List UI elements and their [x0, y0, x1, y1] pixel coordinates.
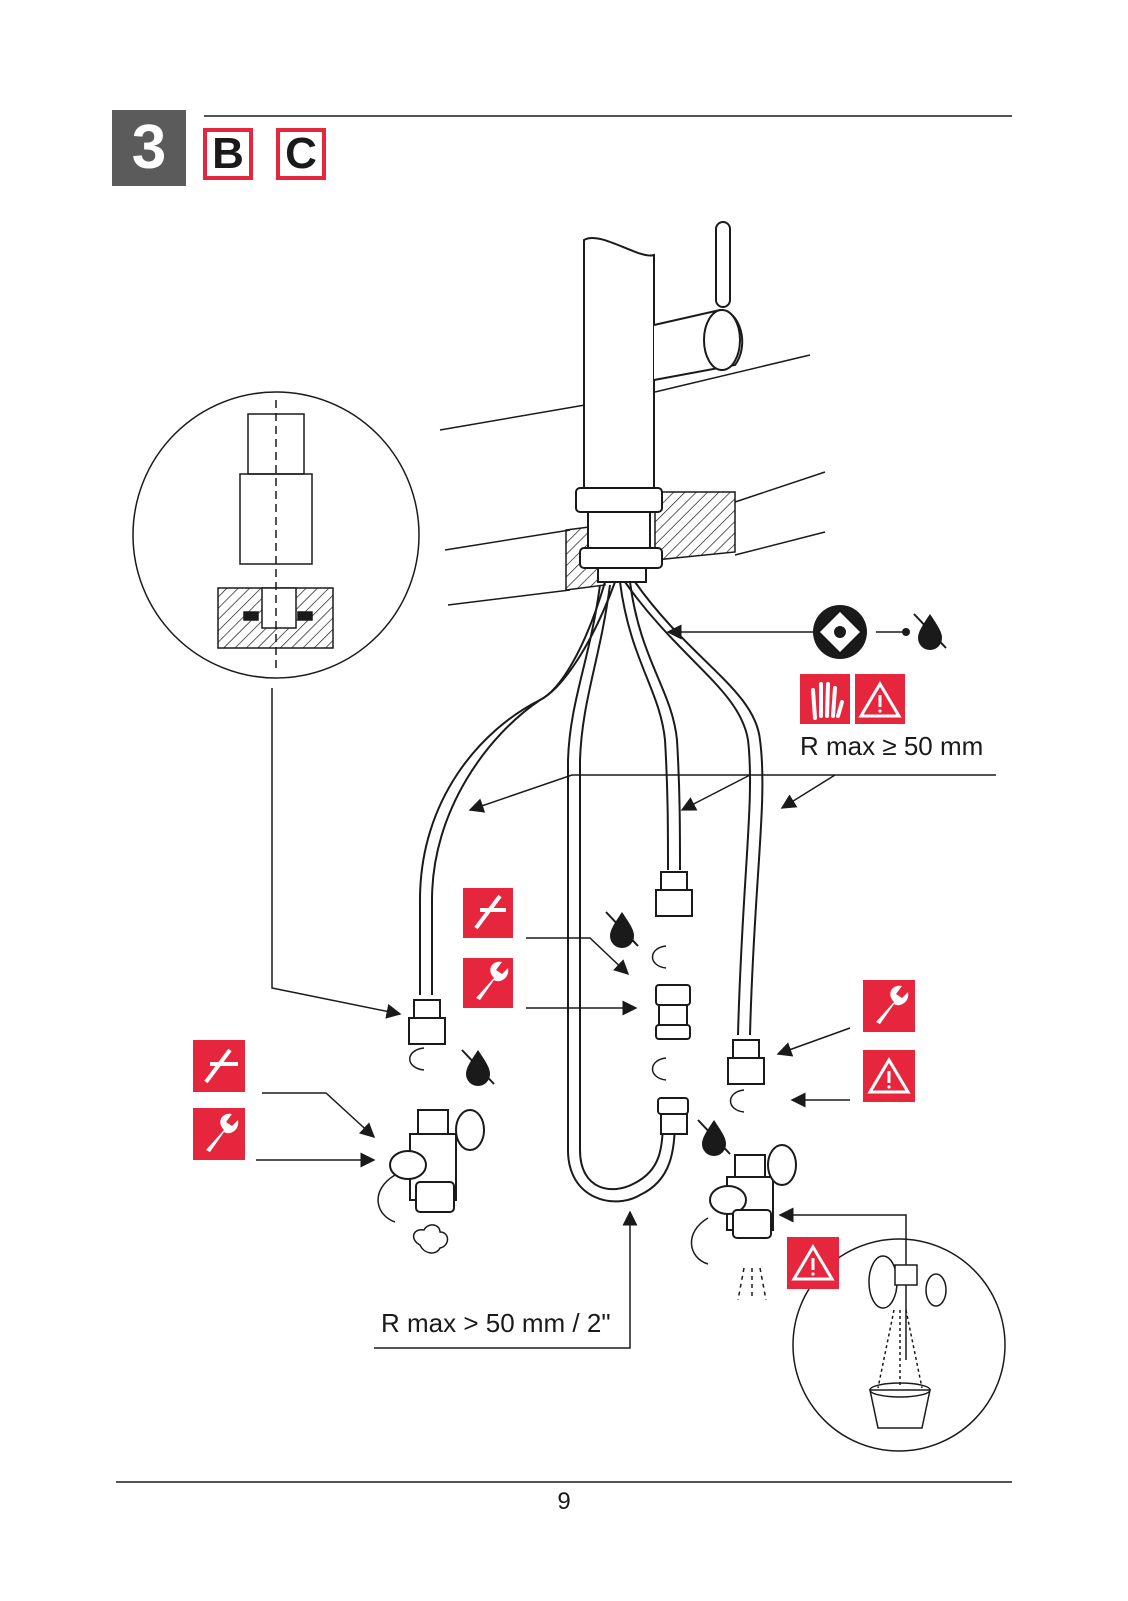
no-gloves-hand-icon [800, 674, 850, 724]
bend-radius-label-bottom: R max > 50 mm / 2" [381, 1310, 611, 1336]
page-number: 9 [0, 1490, 1128, 1514]
wrench-icon [193, 1108, 245, 1160]
left-angle-valve [390, 1110, 484, 1212]
no-drip-icon [462, 1050, 494, 1086]
water-spray-icon [738, 1268, 766, 1300]
detail-circle-gasket [133, 392, 419, 678]
middle-icons [463, 888, 730, 1156]
top-right-icons [800, 605, 946, 724]
fittings [409, 872, 764, 1134]
no-drip-icon [914, 614, 946, 650]
bend-radius-label-top: R max ≥ 50 mm [800, 733, 983, 759]
wrench-icon [863, 980, 915, 1032]
steam-cloud-icon [414, 1225, 448, 1253]
no-drip-icon [606, 912, 638, 948]
wrench-icon [463, 958, 513, 1008]
no-drip-icon [698, 1120, 730, 1156]
right-icons [738, 980, 915, 1300]
right-angle-valve [710, 1145, 796, 1238]
